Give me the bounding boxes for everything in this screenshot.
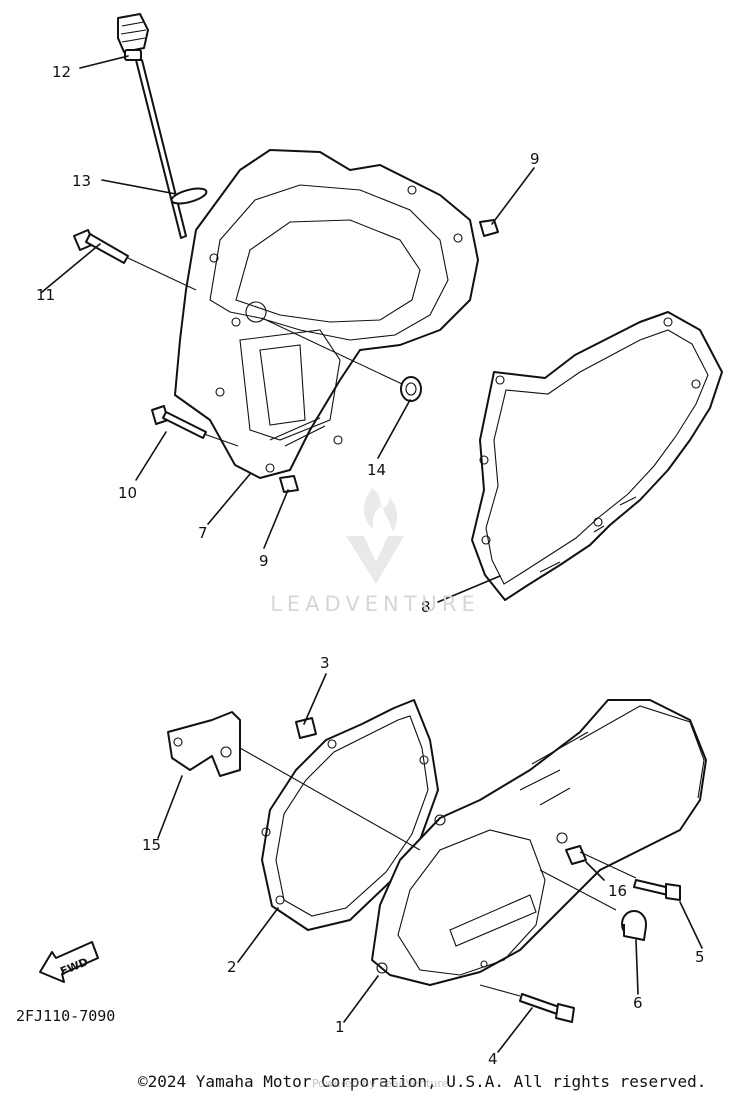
powered-by-credit: Powered by LeadVenture (312, 1077, 449, 1090)
part-6-plug[interactable] (621, 910, 647, 941)
callout-9-lower: 9 (259, 552, 269, 570)
part-1-crankcase-cover[interactable] (371, 699, 707, 986)
diagram-code: 2FJ110-7090 (16, 1007, 116, 1025)
callout-13: 13 (72, 172, 91, 190)
part-16-dowel-pin[interactable] (565, 845, 587, 865)
part-4-bolt[interactable] (519, 993, 575, 1023)
callout-16: 16 (608, 882, 627, 900)
callout-14: 14 (367, 461, 386, 479)
callout-labels: 12 13 11 9 14 10 7 9 8 3 15 2 1 4 6 5 16 (36, 63, 705, 1068)
callout-15: 15 (142, 836, 161, 854)
callout-11: 11 (36, 286, 55, 304)
callout-5: 5 (695, 948, 705, 966)
assembly-lines (127, 257, 637, 997)
callout-6: 6 (633, 994, 643, 1012)
callout-7: 7 (198, 524, 208, 542)
watermark-brand-text: LEADVENTURE (270, 592, 480, 616)
callout-9-upper: 9 (530, 150, 540, 168)
callout-3: 3 (320, 654, 330, 672)
part-12-dipstick[interactable] (117, 13, 187, 239)
part-10-bolt[interactable] (151, 405, 207, 439)
callout-2: 2 (227, 958, 237, 976)
callout-1: 1 (335, 1018, 345, 1036)
part-5-bolt[interactable] (633, 879, 681, 901)
part-11-bolt[interactable] (73, 229, 129, 264)
part-8-gasket[interactable] (471, 311, 723, 601)
callout-12: 12 (52, 63, 71, 81)
part-13-o-ring[interactable] (170, 186, 208, 207)
leadventure-watermark-logo (346, 488, 404, 584)
part-15-bracket[interactable] (167, 711, 241, 777)
copyright-notice: ©2024 Yamaha Motor Corporation, U.S.A. A… (138, 1072, 707, 1091)
fwd-direction-arrow: FWD (39, 941, 99, 983)
part-9-dowel-pin-upper[interactable] (479, 219, 499, 237)
callout-4: 4 (488, 1050, 498, 1068)
part-7-crankcase-cover[interactable] (174, 149, 479, 479)
callout-8: 8 (421, 598, 431, 616)
part-14-oil-seal[interactable] (400, 376, 422, 402)
leader-lines (41, 55, 703, 1053)
callout-10: 10 (118, 484, 137, 502)
part-9-dowel-pin-lower[interactable] (279, 475, 299, 493)
